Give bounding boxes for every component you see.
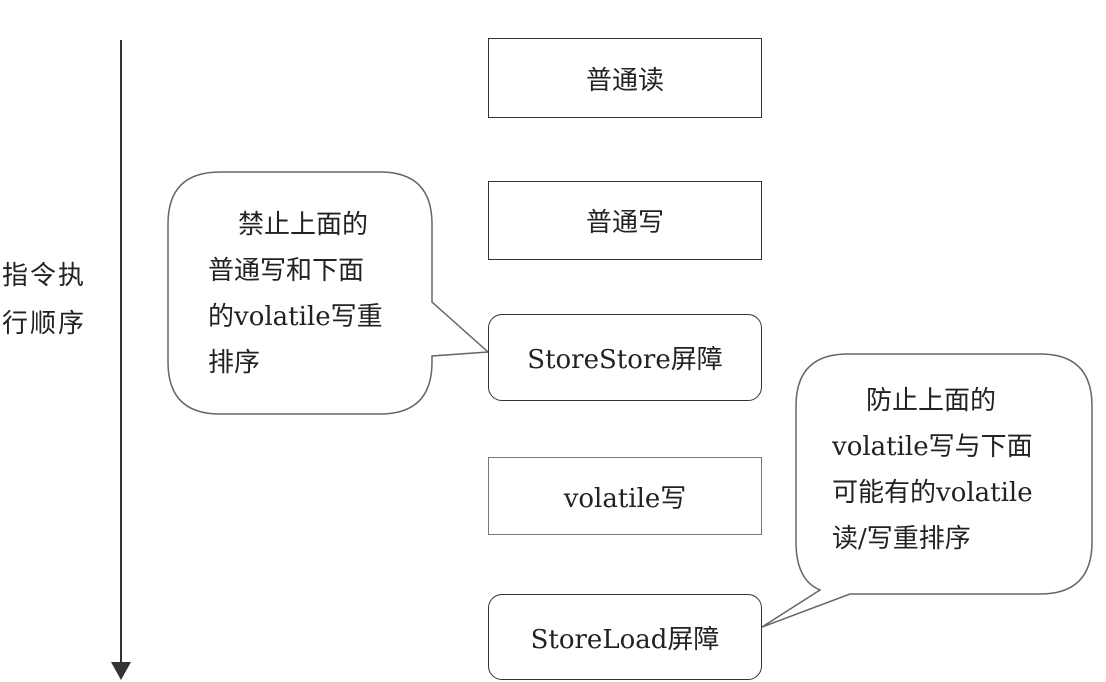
callout-line: 的volatile写重 xyxy=(208,302,383,332)
callout-bubble-storeload xyxy=(761,353,1093,628)
step-label: StoreStore屏障 xyxy=(527,345,723,375)
callout-storeload-text: 防止上面的 volatile写与下面 可能有的volatile 读/写重排序 xyxy=(832,378,1033,562)
arrow-down-icon xyxy=(111,662,131,680)
step-volatile-write: volatile写 xyxy=(488,457,762,535)
callout-line: 普通写和下面 xyxy=(208,256,365,286)
step-storeload-barrier: StoreLoad屏障 xyxy=(488,594,762,680)
axis-label-line: 指令执 xyxy=(2,261,87,291)
callout-line: 读/写重排序 xyxy=(832,524,971,554)
step-storestore-barrier: StoreStore屏障 xyxy=(488,314,762,401)
callout-line: 防止上面的 xyxy=(866,386,997,416)
callout-bubble-storestore xyxy=(167,171,490,415)
callout-line: 排序 xyxy=(208,348,261,378)
step-label: 普通写 xyxy=(585,208,664,238)
axis-line xyxy=(120,40,122,668)
step-label: StoreLoad屏障 xyxy=(530,624,720,655)
callout-line: volatile写与下面 xyxy=(832,432,1033,462)
callout-storestore-text: 禁止上面的 普通写和下面 的volatile写重 排序 xyxy=(208,202,383,386)
step-label: 普通读 xyxy=(585,65,664,96)
step-normal-write: 普通写 xyxy=(488,181,762,260)
axis-label-line: 行顺序 xyxy=(2,309,87,339)
step-label: volatile写 xyxy=(563,483,687,514)
axis-label: 指令执 行顺序 xyxy=(2,252,102,348)
callout-line: 禁止上面的 xyxy=(238,210,369,240)
step-normal-read: 普通读 xyxy=(488,38,762,118)
callout-line: 可能有的volatile xyxy=(832,478,1033,508)
